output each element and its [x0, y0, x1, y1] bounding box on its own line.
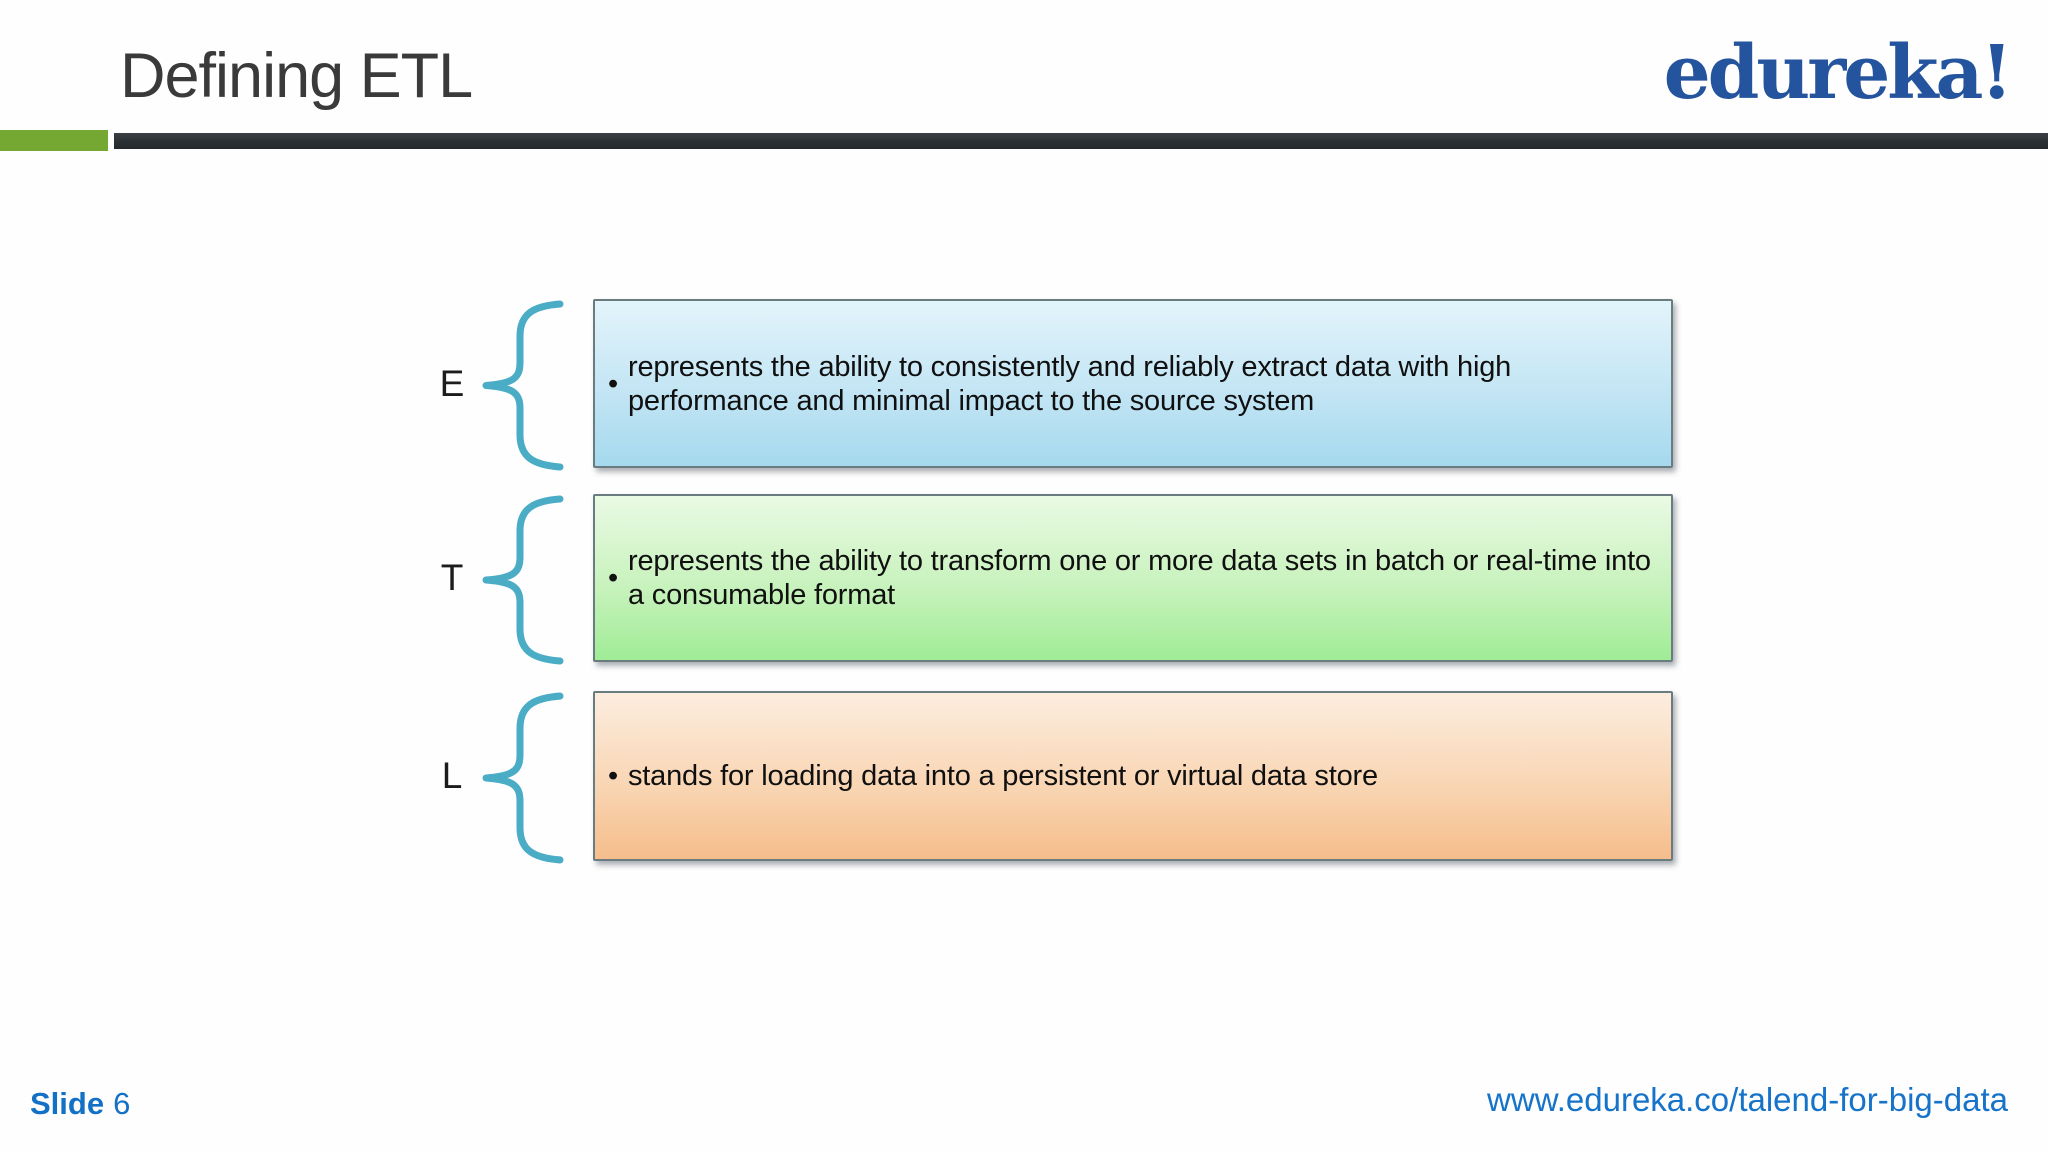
etl-row-extract: E • represents the ability to consistent… — [0, 299, 2048, 471]
slide-number-label: Slide — [30, 1086, 105, 1121]
etl-row-transform: T • represents the ability to transform … — [0, 494, 2048, 665]
definition-text-transform: represents the ability to transform one … — [628, 545, 1651, 611]
page-title: Defining ETL — [120, 41, 473, 111]
letter-label-l: L — [441, 755, 463, 796]
header-rule — [114, 133, 2048, 149]
definition-text-extract: represents the ability to consistently a… — [628, 350, 1512, 417]
etl-row-load: L • stands for loading data into a persi… — [0, 691, 2048, 864]
slide-number-value: 6 — [113, 1086, 131, 1121]
letter-label-t: T — [440, 557, 464, 598]
letter-label-e: E — [439, 362, 465, 404]
edureka-logo: edureka! — [1663, 30, 2013, 116]
footer-url[interactable]: www.edureka.co/talend-for-big-data — [1487, 1081, 2008, 1118]
bullet-marker: • — [608, 367, 619, 400]
brace-icon — [482, 692, 564, 864]
brace-icon — [482, 495, 564, 665]
definition-box-transform: • represents the ability to transform on… — [593, 494, 1673, 662]
header-accent-bar — [0, 130, 108, 151]
brace-icon — [482, 300, 564, 471]
definition-text-load: stands for loading data into a persisten… — [628, 760, 1378, 792]
bullet-marker: • — [608, 760, 619, 792]
definition-box-extract: • represents the ability to consistently… — [593, 299, 1673, 468]
bullet-marker: • — [608, 562, 619, 594]
definition-box-load: • stands for loading data into a persist… — [593, 691, 1673, 861]
